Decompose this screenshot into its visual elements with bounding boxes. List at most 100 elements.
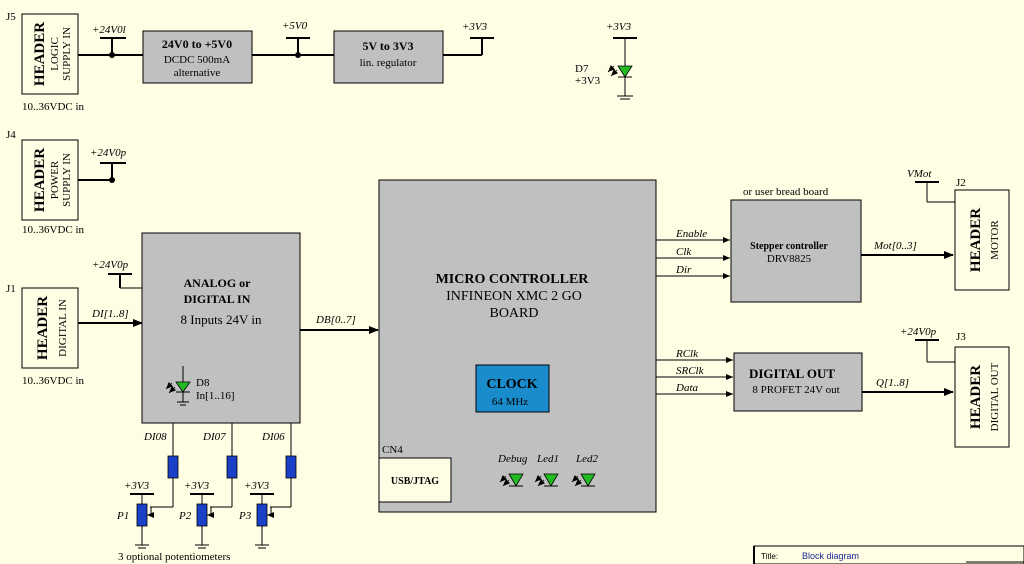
mcu-line1: MICRO CONTROLLER [436,272,590,287]
sig-clk: Clk [676,246,692,258]
potentiometer-section: DI08 DI07 DI06 +3V3 +3V3 +3V3 [116,423,297,563]
clock-block [475,364,550,413]
d7-led: +3V3 D7 +3V3 [575,21,637,100]
sig-dir: Dir [675,264,692,276]
clock-label: CLOCK [486,377,537,392]
pot-p2-label: P2 [178,510,192,522]
net-5v0: +5V0 [282,20,308,32]
led-led2-icon [580,473,596,487]
net-3v3-d7: +3V3 [606,21,632,33]
pot-p3-label: P3 [238,510,252,522]
j5-sub2: SUPPLY IN [61,27,73,81]
led-led1-label: Led1 [536,453,559,465]
pots-note: 3 optional potentiometers [118,551,230,563]
sig-rclk: RClk [675,348,699,360]
j4-sub2: SUPPLY IN [61,153,73,207]
analog-line3: 8 Inputs 24V in [180,312,262,327]
net-3v3-p3: +3V3 [244,480,270,492]
sig-di07: DI07 [202,431,226,443]
cn4-label: CN4 [382,444,403,456]
net-vmot: VMot [907,168,932,180]
j5-ref: J5 [6,11,16,23]
sig-q: Q[1..8] [876,377,909,389]
pot-p2 [196,503,208,527]
j5-note: 10..36VDC in [22,101,85,113]
d7-ref: D7 [575,63,589,75]
digital-out-block: DIGITAL OUT 8 PROFET 24V out [733,352,863,412]
header-j3: J3 HEADER DIGITAL OUT [954,331,1010,448]
microcontroller-block: MICRO CONTROLLER INFINEON XMC 2 GO BOARD… [378,179,657,513]
dcdc-line3: alternative [174,67,221,79]
j2-title: HEADER [968,208,984,272]
sig-data: Data [675,382,699,394]
sig-di08: DI08 [143,431,167,443]
resistor-di07 [226,455,238,479]
dcdc-block: 24V0 to +5V0 DCDC 500mA alternative [142,30,253,84]
d7-label: +3V3 [575,75,601,87]
sig-mot: Mot[0..3] [873,240,917,252]
net-3v3-p2: +3V3 [184,480,210,492]
net-24v0p-j4: +24V0p [90,147,127,159]
reg-line1: 5V to 3V3 [362,39,413,53]
j1-sub1: DIGITAL IN [57,299,69,357]
title-label: Title: [761,552,778,561]
resistor-di06 [285,455,297,479]
dcdc-line1: 24V0 to +5V0 [162,37,232,51]
pot-p3 [256,503,268,527]
regulator-block: 5V to 3V3 lin. regulator [333,30,444,84]
title-block: Title: Block diagram [753,545,1024,564]
sig-srclk: SRClk [676,365,705,377]
j4-title: HEADER [32,148,48,212]
j5-sub1: LOGIC [49,37,61,71]
header-j5: J5 HEADER LOGIC SUPPLY IN 10..36VDC in [6,11,85,113]
led-led2-label: Led2 [575,453,599,465]
clock-freq: 64 MHz [492,396,528,408]
mcu-line2: INFINEON XMC 2 GO [446,289,582,304]
reg-line2: lin. regulator [360,57,417,69]
j3-ref: J3 [956,331,966,343]
led-debug-icon [508,473,524,487]
dcdc-line2: DCDC 500mA [164,54,230,66]
net-3v3-reg: +3V3 [462,21,488,33]
sig-db: DB[0..7] [315,314,356,326]
stepper-controller-block: or user bread board Stepper controller D… [730,186,862,303]
j1-note: 10..36VDC in [22,375,85,387]
j1-ref: J1 [6,283,16,295]
pot-p1-label: P1 [116,510,129,522]
j4-sub1: POWER [49,160,61,199]
analog-line1: ANALOG or [184,276,252,290]
j2-sub1: MOTOR [989,220,1001,260]
net-24v0l: +24V0l [92,24,126,36]
net-24v0p-j3: +24V0p [900,326,937,338]
d8-label: In[1..16] [196,390,235,402]
j4-ref: J4 [6,129,16,141]
led-led1-icon [543,473,559,487]
d8-led-icon [175,381,191,393]
net-24v0p-j1: +24V0p [92,259,129,271]
resistor-di08 [167,455,179,479]
mcu-line3: BOARD [489,306,538,321]
pot-p1 [136,503,148,527]
stepper-note: or user bread board [743,186,829,198]
stepper-line2: DRV8825 [767,253,812,265]
j2-ref: J2 [956,177,966,189]
analog-in-block: ANALOG or DIGITAL IN 8 Inputs 24V in D8 … [141,232,301,424]
stepper-line1: Stepper controller [750,241,828,252]
sig-di: DI[1..8] [91,308,129,320]
j5-box [21,13,79,95]
sig-di06: DI06 [261,431,285,443]
header-j1: J1 HEADER DIGITAL IN 10..36VDC in [6,283,85,387]
dout-line2: 8 PROFET 24V out [752,384,839,396]
led-debug-label: Debug [497,453,528,465]
onboard-leds: Debug Led1 Led2 [497,453,599,487]
header-j2: J2 HEADER MOTOR [954,177,1010,291]
d8-ref: D8 [196,377,210,389]
j3-title: HEADER [968,365,984,429]
j1-title: HEADER [35,296,51,360]
sig-enable: Enable [675,228,707,240]
usb-jtag-block[interactable] [378,457,452,503]
analog-line2: DIGITAL IN [184,292,251,306]
dout-line1: DIGITAL OUT [749,366,835,381]
net-3v3-p1: +3V3 [124,480,150,492]
